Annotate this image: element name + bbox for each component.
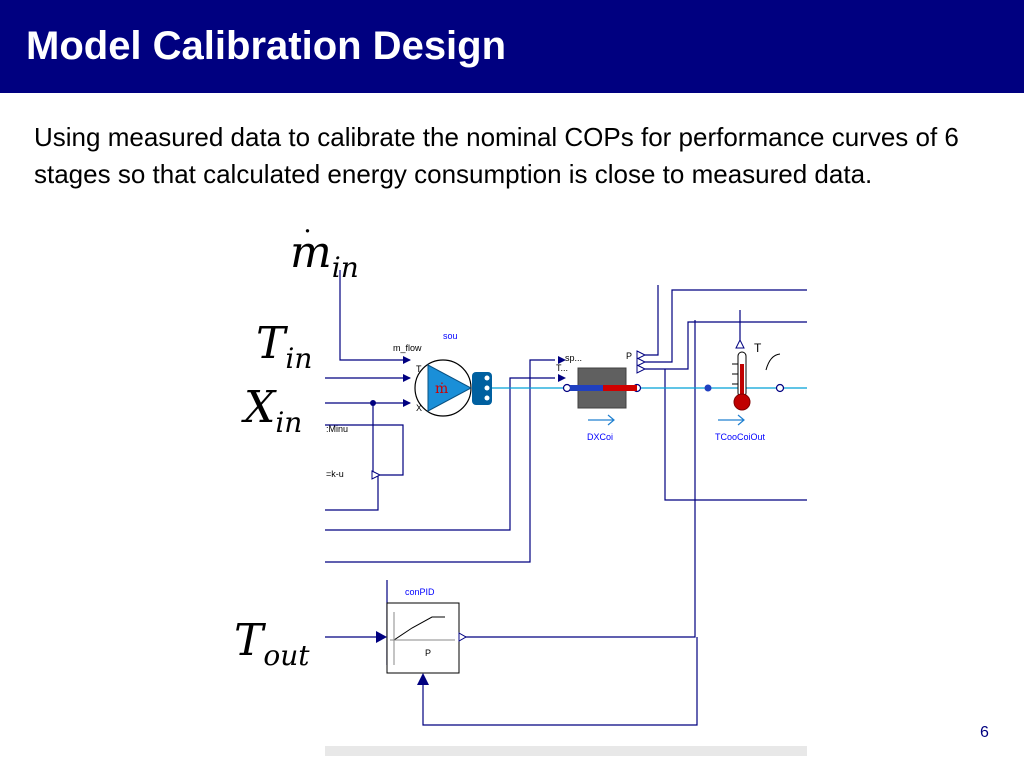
gain-block-label: =k-u (326, 469, 344, 479)
power-signal-line-2 (645, 289, 807, 363)
coil-p-port-2 (636, 357, 647, 367)
math-subscript: out (263, 639, 310, 672)
pid-mode-label: P (425, 648, 431, 658)
math-subscript: in (331, 251, 359, 284)
mass-flow-in-label: ˙min (290, 225, 359, 284)
coil-speed-label: sp... (565, 353, 582, 363)
power-signal-line-1 (645, 285, 659, 356)
minus-block-label: :Minu (326, 424, 348, 434)
math-base: T (256, 318, 286, 369)
fluid-port-dot-1 (562, 383, 572, 393)
mflow-signal-line (339, 270, 410, 361)
math-base: m (290, 227, 332, 278)
sensor-arc (765, 353, 781, 371)
slide-title: Model Calibration Design (26, 24, 507, 68)
pid-setpoint-port (376, 631, 387, 643)
t-coil-signal-line (325, 359, 555, 563)
coil-speed-port (558, 356, 566, 364)
math-subscript: in (285, 342, 313, 375)
slide-body-text: Using measured data to calibrate the nom… (34, 122, 959, 189)
coil-t-port (558, 374, 566, 382)
sensor-name-label: TCooCoiOut (715, 432, 766, 442)
fluid-port-dot-4 (775, 383, 785, 393)
pid-output-port (458, 632, 468, 642)
coil-flow-arrow (588, 414, 615, 426)
fluid-port-dot-3 (704, 384, 712, 392)
sensor-t-label: T (754, 341, 762, 355)
page-number: 6 (980, 724, 989, 741)
pid-measurement-port (417, 673, 429, 685)
sensor-output-port (735, 338, 745, 349)
sensor-flow-arrow (718, 414, 745, 426)
dx-coil-block[interactable]: sp... T... P DXCoi (556, 350, 647, 442)
coil-p-port-3 (636, 364, 647, 374)
signal-lines (325, 270, 807, 726)
source-port-2 (484, 385, 490, 391)
pid-controller-block[interactable]: conPID P (376, 587, 468, 685)
gain-output-line (325, 475, 379, 511)
humidity-in-label: Xin (244, 382, 302, 439)
minus-block-lines (325, 424, 404, 476)
temperature-out-label: Tout (234, 615, 310, 672)
speed-signal-line (325, 377, 555, 531)
coil-hot-bar (603, 385, 637, 391)
coil-cold-bar (570, 385, 603, 391)
source-t-port (403, 374, 411, 382)
coil-p-label: P (626, 351, 632, 361)
coil-name-label: DXCoi (587, 432, 613, 442)
diagram-scroll-strip (325, 746, 807, 756)
pid-feedback-line (422, 637, 698, 726)
source-port-3 (484, 395, 490, 401)
source-t-label: T (416, 364, 422, 374)
source-mflow-label: m_flow (393, 343, 422, 353)
math-base: T (234, 615, 264, 666)
coil-p-port-1 (636, 350, 647, 360)
pid-name-label: conPID (405, 587, 435, 597)
title-bar (0, 0, 1024, 93)
math-subscript: in (275, 406, 303, 439)
feedback-line-1 (664, 369, 807, 501)
source-x-label: X (416, 403, 422, 413)
source-pump-triangle (427, 364, 473, 412)
gain-output-port (371, 470, 382, 480)
feedback-line-2 (465, 320, 696, 638)
coil-t-label: T... (556, 363, 568, 373)
temperature-in-label: Tin (256, 318, 312, 375)
source-block[interactable]: sou m_flow T X ṁ (393, 331, 492, 417)
source-port-1 (484, 375, 490, 381)
source-mflow-port (403, 356, 411, 364)
sensor-bulb (733, 393, 751, 411)
overdot: ˙ (300, 225, 315, 260)
source-mdot-symbol: ṁ (435, 381, 448, 397)
sensor-mercury (740, 364, 744, 400)
x-junction-dot (370, 400, 376, 406)
pid-curve (393, 616, 445, 641)
source-name-label: sou (443, 331, 458, 341)
power-signal-line-3 (645, 321, 807, 370)
temperature-sensor[interactable]: T TCooCoiOut (715, 338, 781, 442)
source-x-port (403, 399, 411, 407)
math-base: X (244, 382, 276, 433)
